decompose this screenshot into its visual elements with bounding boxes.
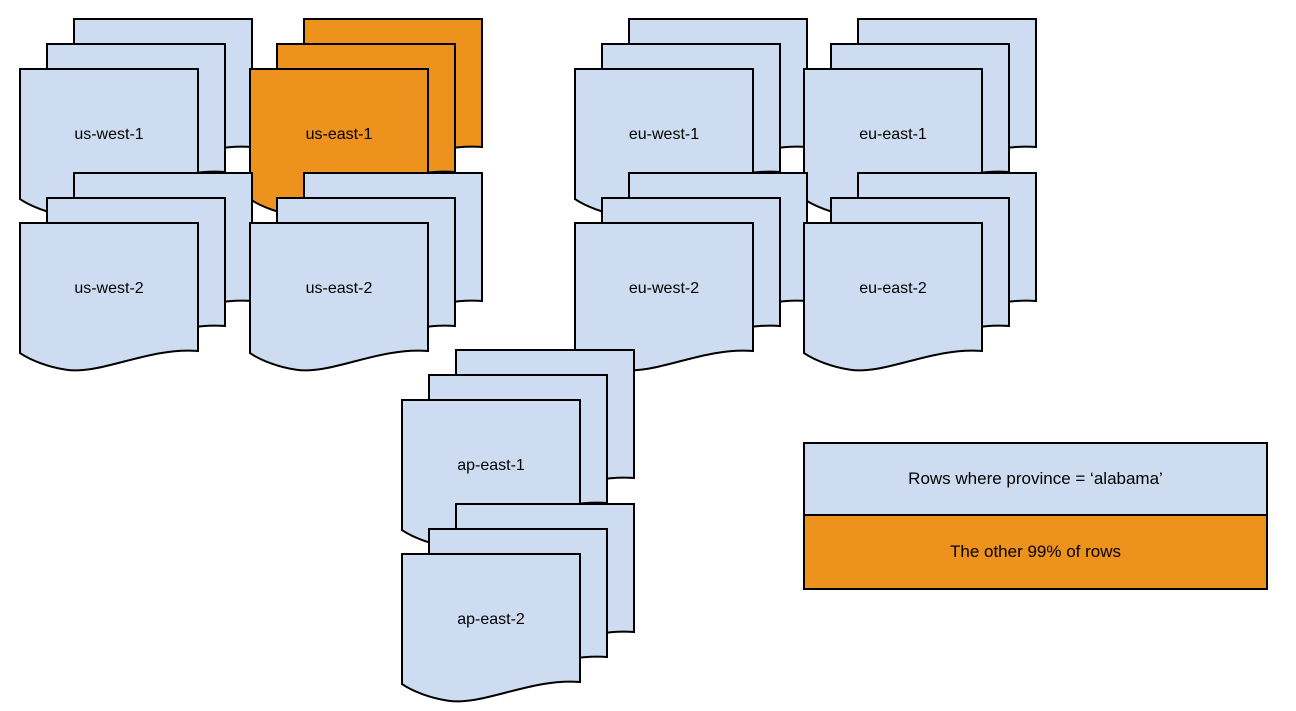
document-sheet-front [19,222,199,372]
document-stack-label: us-east-2 [306,280,373,297]
document-stack-shape: eu-west-2 [574,172,808,372]
document-stack-us-west-2[interactable]: us-west-2 [19,172,253,376]
document-stack-label: ap-east-1 [457,457,525,474]
legend-row-label: The other 99% of rows [949,542,1122,561]
diagram-canvas: us-west-1 us-east-1 eu-west-1 eu-east-1 us-w… [19,18,1268,703]
document-stack-label: us-east-1 [306,126,373,143]
document-stack-eu-east-2[interactable]: eu-east-2 [803,172,1037,376]
document-stack-eu-west-2[interactable]: eu-west-2 [574,172,808,376]
legend-row-label: Rows where province = ‘alabama’ [908,469,1163,488]
document-stack-label: eu-west-2 [629,280,699,297]
legend: Rows where province = ‘alabama’ The other… [803,442,1268,590]
document-stack-eu-east-1[interactable]: eu-east-1 [803,18,1037,222]
document-stack-us-west-1[interactable]: us-west-1 [19,18,253,222]
document-stack-shape: eu-east-2 [803,172,1037,372]
document-stack-shape: us-west-1 [19,18,253,218]
document-stack-us-east-2[interactable]: us-east-2 [249,172,483,376]
document-sheet-front [803,222,983,372]
document-stack-label: eu-west-1 [629,126,699,143]
legend-row-alabama: Rows where province = ‘alabama’ [805,444,1266,516]
document-stack-shape: us-east-2 [249,172,483,372]
document-stack-label: us-west-1 [74,126,143,143]
document-stack-shape: ap-east-2 [401,503,635,703]
legend-row-other: The other 99% of rows [805,516,1266,588]
document-stack-shape: us-west-2 [19,172,253,372]
document-stack-shape: eu-east-1 [803,18,1037,218]
document-stack-ap-east-2[interactable]: ap-east-2 [401,503,635,707]
document-stack-label: us-west-2 [74,280,143,297]
document-stack-label: ap-east-2 [457,611,525,628]
document-stack-label: eu-east-1 [859,126,927,143]
document-sheet-front [249,222,429,372]
document-stack-label: eu-east-2 [859,280,927,297]
